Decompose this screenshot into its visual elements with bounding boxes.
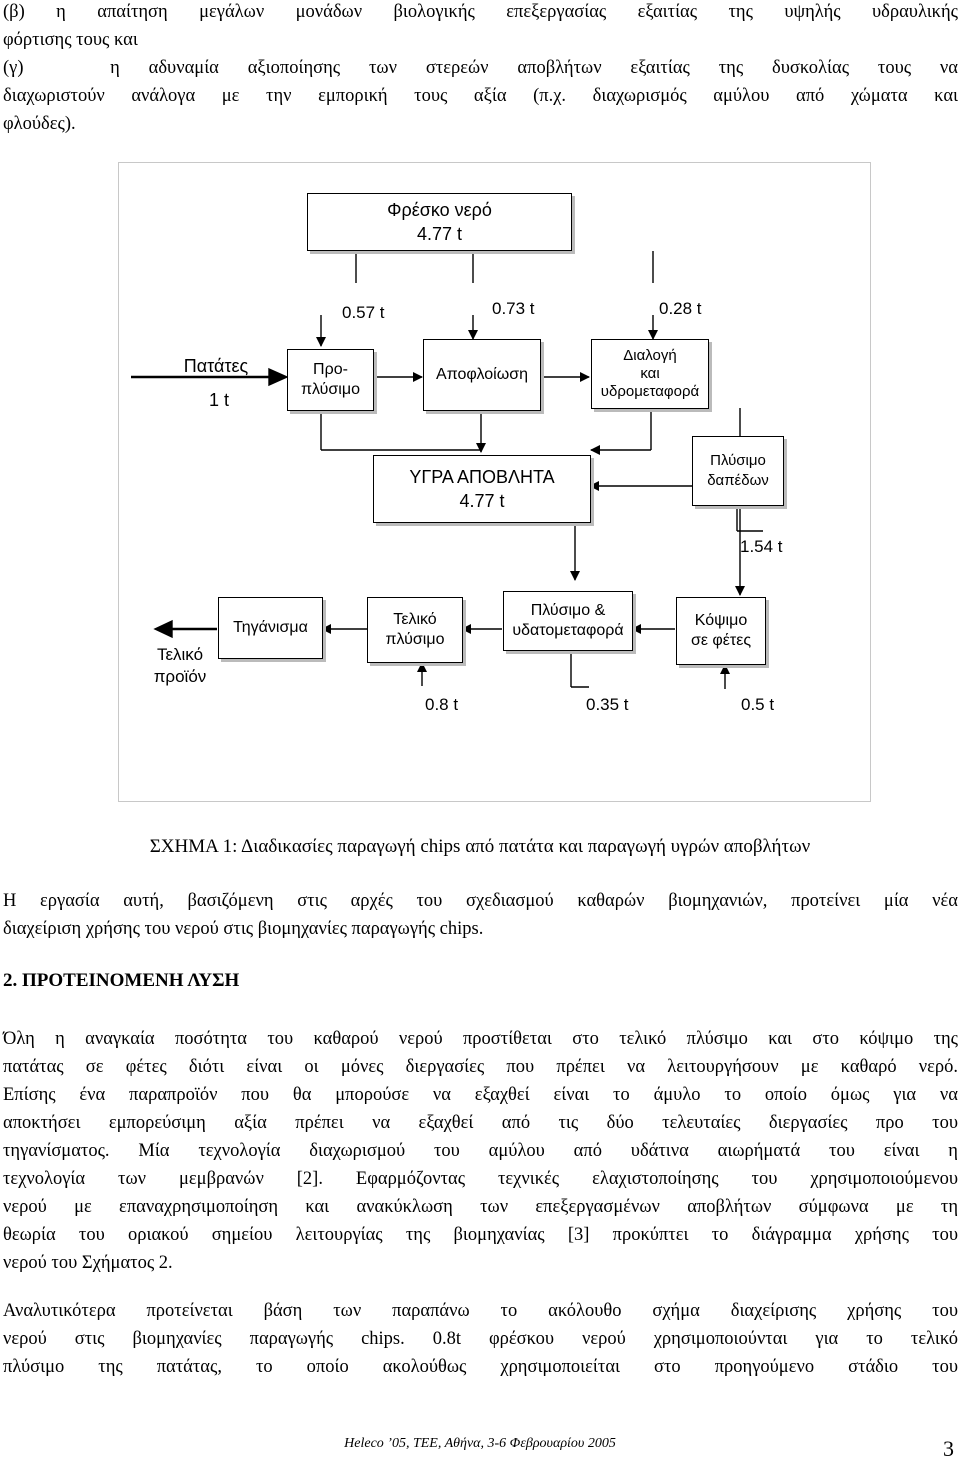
- text-line: φλούδες).: [3, 114, 76, 134]
- text-line: διαχωριστούν ανάλογα με την εμπορική του…: [3, 86, 958, 106]
- paragraph-3: Αναλυτικότερα προτείνεται βάση των παραπ…: [3, 1297, 958, 1381]
- sorting-line2: και: [640, 365, 660, 382]
- text-line: νερού με επαναχρησιμοποίηση και ανακύκλω…: [3, 1197, 958, 1217]
- sorting-box: Διαλογή και υδρομεταφορά: [591, 339, 709, 409]
- flow-label-final-wash: 0.8 t: [425, 695, 459, 714]
- wash-transport-line1: Πλύσιμο &: [530, 602, 606, 619]
- text-line: τεχνολογία των μεμβρανών [2]. Εφαρμόζοντ…: [3, 1169, 958, 1189]
- text-line: αποκτήσει εμπορεύσιμη αξία πρέπει να εξα…: [3, 1113, 958, 1133]
- figure-caption-label: ΣΧΗΜΑ 1:: [149, 836, 238, 857]
- liquid-waste-box: ΥΓΡΑ ΑΠΟΒΛΗΤΑ 4.77 t: [373, 455, 591, 523]
- paragraph-2: Όλη η αναγκαία ποσότητα του καθαρού νερο…: [3, 1025, 958, 1277]
- paragraph-1: Η εργασία αυτή, βασιζόμενη στις αρχές το…: [3, 887, 958, 943]
- text-line: Η εργασία αυτή, βασιζόμενη στις αρχές το…: [3, 891, 958, 911]
- sorting-line1: Διαλογή: [623, 347, 677, 364]
- wash-transport-box: Πλύσιμο & υδατομεταφορά: [503, 591, 633, 651]
- product-arrow-head: [153, 619, 173, 639]
- potatoes-title: Πατάτες: [183, 356, 249, 376]
- flow-label-peeling: 0.73 t: [492, 299, 535, 318]
- text-line: Αναλυτικότερα προτείνεται βάση των παραπ…: [3, 1301, 958, 1321]
- slicing-box: Κόψιμο σε φέτες: [676, 597, 766, 665]
- prewash-line2: πλύσιμο: [301, 381, 360, 398]
- slicing-line2: σε φέτες: [690, 632, 752, 649]
- prewash-line1: Προ-: [313, 361, 348, 378]
- peeling-label: Αποφλοίωση: [436, 366, 528, 383]
- final-wash-box: Τελικό πλύσιμο: [367, 597, 463, 663]
- section-heading: 2. ΠΡΟΤΕΙΝΟΜΕΝΗ ΛΥΣΗ: [3, 970, 240, 991]
- text-line: πλύσιμο της πατάτας, το οποίο ακολούθως …: [3, 1357, 958, 1377]
- fresh-water-box: Φρέσκο νερό 4.77 t: [307, 193, 572, 251]
- liquid-waste-title: ΥΓΡΑ ΑΠΟΒΛΗΤΑ: [409, 467, 555, 487]
- peeling-box: Αποφλοίωση: [423, 339, 541, 411]
- potatoes-arrow-head: [268, 367, 289, 387]
- figure-caption: ΣΧΗΜΑ 1: Διαδικασίες παραγωγή chips από …: [0, 836, 960, 858]
- floor-wash-line2: δαπέδων: [707, 472, 769, 489]
- text-line: διαχείριση χρήσης του νερού στις βιομηχα…: [3, 919, 484, 939]
- flow-label-sorting: 0.28 t: [659, 299, 702, 318]
- slicing-line1: Κόψιμο: [694, 612, 748, 629]
- potatoes-label: Πατάτες 1 t: [171, 349, 261, 417]
- wash-transport-line2: υδατομεταφορά: [512, 622, 624, 639]
- text-line: Επίσης ένα παραπροϊόν που θα μπορούσε να…: [3, 1085, 958, 1105]
- final-product-line1: Τελικό: [156, 645, 204, 664]
- process-flow-diagram: Φρέσκο νερό 4.77 t 0.57 t 0.73 t 0.28 t …: [118, 162, 871, 802]
- page-number: 3: [943, 1436, 954, 1461]
- prewash-box: Προ- πλύσιμο: [287, 349, 374, 411]
- final-wash-line2: πλύσιμο: [385, 631, 445, 648]
- text-line: τηγανίσματος. Μία τεχνολογία διαχωρισμού…: [3, 1141, 958, 1161]
- text-line: (β) η απαίτηση μεγάλων μονάδων βιολογική…: [3, 2, 958, 22]
- flow-label-wash-transport: 0.35 t: [586, 695, 629, 714]
- final-product-label: Τελικό προϊόν: [145, 644, 215, 688]
- frying-box: Τηγάνισμα: [218, 597, 323, 659]
- final-product-line2: προϊόν: [153, 667, 207, 686]
- text-line: Όλη η αναγκαία ποσότητα του καθαρού νερο…: [3, 1029, 958, 1049]
- sorting-line3: υδρομεταφορά: [600, 383, 700, 400]
- fresh-water-amount: 4.77 t: [416, 224, 463, 244]
- final-wash-line1: Τελικό: [393, 611, 437, 628]
- intro-paragraph: (β) η απαίτηση μεγάλων μονάδων βιολογική…: [3, 0, 958, 138]
- figure-caption-text: Διαδικασίες παραγωγή chips από πατάτα κα…: [237, 836, 811, 857]
- text-line: πατάτας σε φέτες διότι είναι οι μόνες δι…: [3, 1057, 958, 1077]
- page-footer: Heleco ’05, ΤΕΕ, Αθήνα, 3-6 Φεβρουαρίου …: [344, 1436, 616, 1451]
- liquid-waste-amount: 4.77 t: [459, 491, 505, 511]
- frying-label: Τηγάνισμα: [233, 619, 308, 636]
- flow-label-prewash: 0.57 t: [342, 303, 385, 322]
- text-line: (γ) η αδυναμία αξιοποίησης των στερεών α…: [3, 58, 958, 78]
- text-line: θεωρία του οριακού σημείου λειτουργίας τ…: [3, 1225, 958, 1245]
- flow-label-floor-wash: 1.54 t: [740, 537, 783, 556]
- fresh-water-title: Φρέσκο νερό: [387, 200, 492, 220]
- text-line: φόρτισης τους και: [3, 30, 138, 50]
- flow-label-slicing: 0.5 t: [741, 695, 775, 714]
- potatoes-amount: 1 t: [209, 390, 230, 410]
- floor-wash-box: Πλύσιμο δαπέδων: [692, 436, 784, 506]
- floor-wash-line1: Πλύσιμο: [710, 452, 766, 469]
- text-line: νερού του Σχήματος 2.: [3, 1253, 173, 1273]
- text-line: νερού στις βιομηχανίες παραγωγής chips. …: [3, 1329, 958, 1349]
